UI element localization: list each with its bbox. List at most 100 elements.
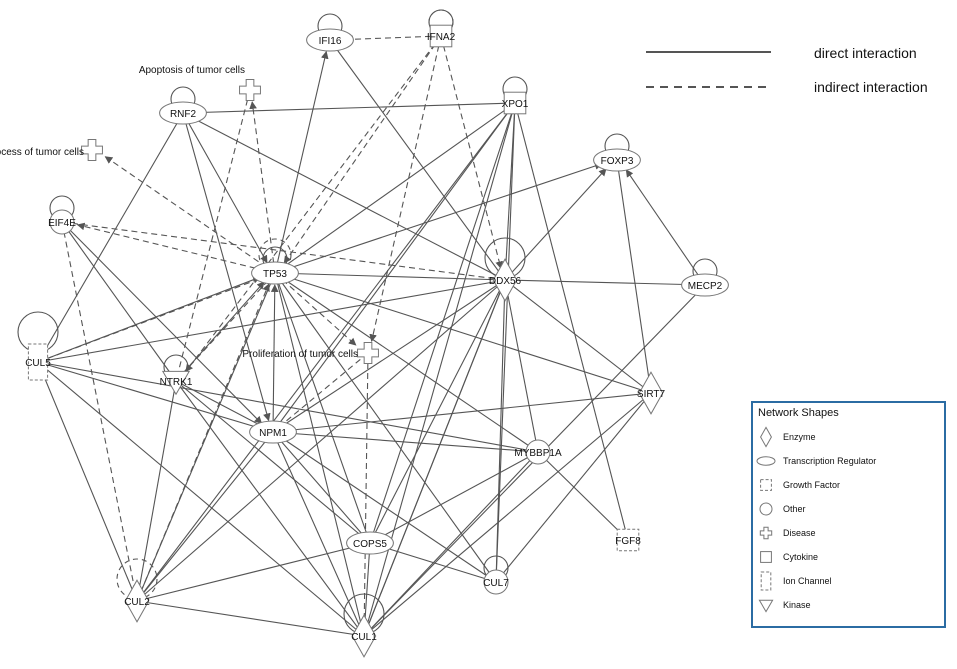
edge-ddx56-sirt7 (504, 279, 652, 394)
edge-ddx56-tp53 (274, 272, 506, 281)
node-ntrk1[interactable]: NTRK1 (160, 370, 193, 396)
edge-cul5-cul1 (37, 361, 365, 637)
edge-cul1-sirt7 (363, 392, 652, 637)
node-shape-prolif (357, 342, 379, 364)
node-rnf2[interactable]: RNF2 (159, 101, 207, 125)
node-label-cul5: CUL5 (25, 358, 51, 369)
node-fgf8[interactable]: FGF8 (615, 528, 641, 552)
edge-tp53-celldiv (104, 156, 276, 274)
node-xpo1[interactable]: XPO1 (502, 91, 529, 115)
edge-sirt7-foxp3 (616, 159, 652, 394)
node-ddx56[interactable]: DDX56 (489, 258, 522, 302)
edge-cul2-cul1 (136, 600, 365, 637)
edge-tp53-mybbp1a (274, 272, 539, 453)
edge-mybbp1a-cul1 (363, 451, 539, 637)
edge-tp53-ntrk1 (175, 272, 276, 382)
node-label-ifna2: IFNA2 (427, 32, 456, 43)
node-shape-xpo1 (503, 91, 527, 115)
shapes-legend-box (751, 401, 946, 628)
node-eif4e[interactable]: EIF4E (48, 209, 76, 235)
node-label-eif4e: EIF4E (48, 218, 76, 229)
edge-ifna2-tp53 (283, 35, 442, 264)
ellipse-icon (756, 456, 776, 466)
node-label-sirt7: SIRT7 (637, 389, 666, 400)
node-label-apop: Apoptosis of tumor cells (139, 65, 245, 76)
node-label-fgf8: FGF8 (615, 536, 641, 547)
node-cops5[interactable]: COPS5 (346, 531, 394, 555)
shapes-legend-label-ellipse: Transcription Regulator (783, 456, 876, 466)
node-shape-cul2 (124, 579, 150, 623)
node-prolif[interactable]: Proliferation of tumor cells (242, 342, 379, 364)
edge-ifna2-prolif (369, 35, 442, 343)
shapes-legend-title: Network Shapes (758, 407, 839, 419)
edge-cul5-ddx56 (37, 279, 506, 363)
legend-indirect-label: indirect interaction (814, 79, 928, 95)
node-ifi16[interactable]: IFI16 (306, 28, 354, 52)
edge-cul2-ntrk1 (136, 380, 177, 602)
edge-npm1-mybbp1a (272, 431, 539, 453)
edge-cul5-mybbp1a (37, 361, 539, 453)
ionchannel-icon (760, 571, 772, 591)
node-shape-ntrk1 (161, 370, 191, 396)
node-label-cops5: COPS5 (353, 539, 387, 550)
node-label-cul7: CUL7 (483, 578, 509, 589)
edge-mybbp1a-fgf8 (537, 451, 629, 541)
edge-cops5-ddx56 (369, 279, 506, 544)
edge-eif4e-cul2 (61, 221, 138, 602)
edge-ifi16-ddx56 (329, 39, 506, 281)
edge-eif4e-npm1 (61, 221, 263, 425)
edge-tp53-foxp3 (274, 162, 603, 274)
node-label-cul2: CUL2 (124, 597, 150, 608)
node-shape-mecp2 (681, 273, 729, 297)
edge-tp53-prolif (274, 272, 357, 346)
edge-cul5-tp53 (37, 272, 276, 363)
edge-ifna2-ifi16 (345, 35, 442, 44)
edge-npm1-tp53 (270, 284, 279, 433)
node-cul1[interactable]: CUL1 (351, 614, 377, 658)
edge-eif4e-ntrk1 (61, 221, 177, 382)
node-shape-mybbp1a (525, 439, 551, 465)
node-sirt7[interactable]: SIRT7 (637, 371, 666, 415)
node-label-mecp2: MECP2 (688, 281, 723, 292)
edge-ddx56-foxp3 (504, 168, 607, 281)
edge-npm1-cul7 (272, 431, 497, 583)
node-label-celldiv: Cell division process of tumor cells (0, 147, 84, 158)
edge-ntrk1-cops5 (175, 380, 371, 544)
node-tp53[interactable]: TP53 (251, 261, 299, 285)
node-npm1[interactable]: NPM1 (249, 420, 297, 444)
node-cul7[interactable]: CUL7 (483, 569, 509, 595)
node-ifna2[interactable]: IFNA2 (427, 24, 456, 48)
edge-xpo1-ddx56 (504, 102, 516, 281)
node-mecp2[interactable]: MECP2 (681, 273, 729, 297)
node-shape-tp53 (251, 261, 299, 285)
node-label-mybbp1a: MYBBP1A (514, 448, 562, 459)
node-cul5[interactable]: CUL5 (25, 343, 51, 381)
edge-rnf2-npm1 (182, 112, 271, 422)
node-foxp3[interactable]: FOXP3 (593, 148, 641, 172)
edge-ifna2-ntrk1 (185, 35, 442, 373)
node-shape-apop (239, 79, 261, 101)
node-cul2[interactable]: CUL2 (124, 579, 150, 623)
edge-cul7-sirt7 (495, 392, 652, 583)
node-label-prolif: Proliferation of tumor cells (242, 349, 358, 360)
shapes-legend-item-growthfactor: Growth Factor (760, 479, 840, 491)
cytokine-icon (760, 551, 772, 563)
legend-direct-label: direct interaction (814, 45, 917, 61)
edge-ddx56-cul1 (363, 279, 506, 637)
edge-prolif-cul1 (363, 352, 369, 637)
enzyme-icon (760, 426, 772, 448)
edge-tp53-eif4e (76, 222, 276, 274)
node-apop[interactable]: Apoptosis of tumor cells (139, 65, 261, 101)
edge-npm1-ddx56 (272, 279, 506, 433)
node-celldiv[interactable]: Cell division process of tumor cells (0, 139, 103, 161)
edge-xpo1-npm1 (272, 102, 516, 433)
edge-xpo1-cul2 (136, 102, 516, 602)
edge-npm1-cul1 (272, 431, 365, 637)
node-mybbp1a[interactable]: MYBBP1A (514, 439, 562, 465)
edge-rnf2-cul5 (37, 112, 184, 363)
edge-cul5-tp53 (37, 276, 261, 363)
node-shape-cul7 (483, 569, 509, 595)
growthfactor-icon (760, 479, 772, 491)
